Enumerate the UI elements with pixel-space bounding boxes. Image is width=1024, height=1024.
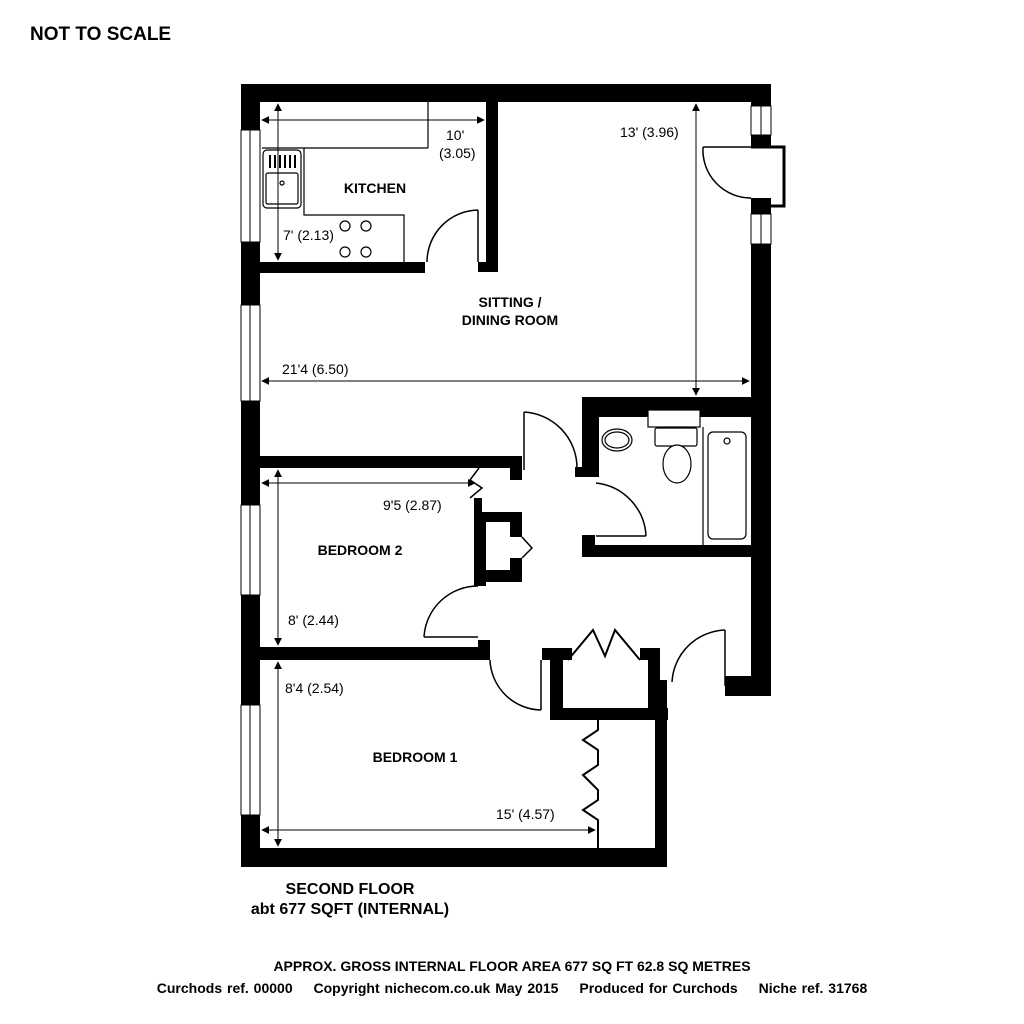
walls xyxy=(241,84,771,867)
room-label-sitting-dining: SITTING / DINING ROOM xyxy=(420,293,600,329)
sink-icon xyxy=(262,149,302,209)
bathroom-fittings xyxy=(601,409,747,545)
windows xyxy=(240,105,772,816)
doors xyxy=(423,145,786,848)
bedroom1-width-dimension: 15' (4.57) xyxy=(496,806,555,822)
sitting-label-line2: DINING ROOM xyxy=(461,312,559,328)
not-to-scale-note: NOT TO SCALE xyxy=(30,24,172,45)
bedroom2-depth-dimension: 8' (2.44) xyxy=(288,612,339,628)
footer-ref: Curchods ref. 00000 xyxy=(156,980,293,996)
footer-area-line: APPROX. GROSS INTERNAL FLOOR AREA 677 SQ… xyxy=(273,958,751,974)
hob-icon xyxy=(339,220,372,258)
footer-produced: Produced for Curchods xyxy=(579,980,738,996)
bathtub-icon xyxy=(707,431,747,540)
room-label-kitchen: KITCHEN xyxy=(343,180,407,196)
toilet-icon xyxy=(654,427,698,447)
room-label-bedroom-2: BEDROOM 2 xyxy=(317,542,403,558)
bedroom1-depth-dimension: 8'4 (2.54) xyxy=(285,680,344,696)
kitchen-width-dimension: 10' xyxy=(446,127,465,143)
kitchen-depth-dimension: 7' (2.13) xyxy=(283,227,334,243)
sitting-label-line1: SITTING / xyxy=(478,294,542,310)
room-label-bedroom-1: BEDROOM 1 xyxy=(372,749,458,765)
sitting-width-dimension: 21'4 (6.50) xyxy=(282,361,349,377)
kitchen-width-metric: (3.05) xyxy=(439,145,476,161)
footer-niche-ref: Niche ref. 31768 xyxy=(758,980,868,996)
floor-area: abt 677 SQFT (INTERNAL) xyxy=(250,901,450,918)
footer-credits: Curchods ref. 00000 Copyright nichecom.c… xyxy=(0,980,1024,996)
sitting-depth-dimension: 13' (3.96) xyxy=(620,124,679,140)
bedroom2-width-dimension: 9'5 (2.87) xyxy=(383,497,442,513)
floor-caption: SECOND FLOOR abt 677 SQFT (INTERNAL) xyxy=(222,880,478,920)
floor-name: SECOND FLOOR xyxy=(285,881,415,898)
dimension-lines xyxy=(261,103,750,847)
footer-copyright: Copyright nichecom.co.uk May 2015 xyxy=(313,980,559,996)
